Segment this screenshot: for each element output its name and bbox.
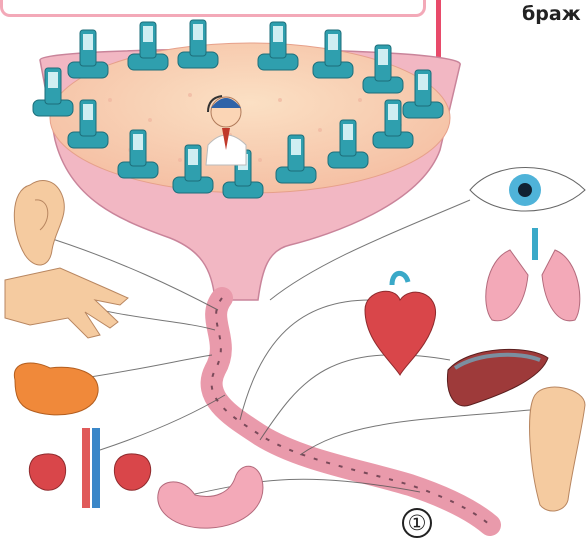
hand-icon [5,268,128,338]
stomach-icon [158,466,263,528]
telephone-icon [128,22,168,70]
lungs-icon [486,228,580,321]
stomach-organ-icon [14,363,98,415]
liver-icon [447,349,548,406]
eye-icon [470,168,585,212]
heart-icon [365,273,436,375]
diagram-marker: ① [402,508,432,538]
ear-icon [14,181,64,265]
kidneys-icon [29,428,150,508]
foot-icon [530,387,585,511]
